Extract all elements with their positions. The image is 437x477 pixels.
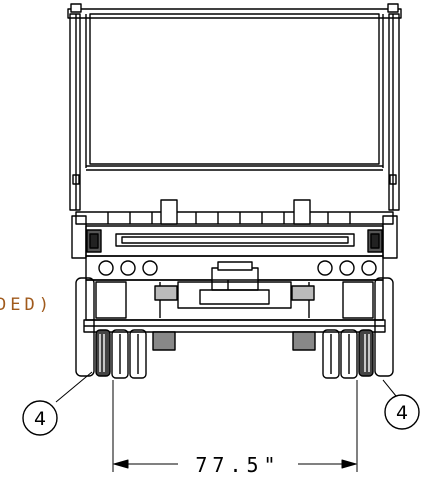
tail-lamp	[317, 260, 333, 276]
callout-number: 4	[396, 402, 408, 424]
deck-assembly	[71, 199, 398, 259]
callout-right: 4	[382, 379, 420, 430]
track-width-dimension	[112, 380, 358, 472]
tail-lamp	[339, 260, 355, 276]
rear-bumper	[85, 225, 384, 257]
callout-left: 4	[22, 371, 93, 436]
dimension-label: 77.5"	[195, 453, 280, 477]
light-bar	[85, 255, 384, 291]
arrowhead-right	[341, 459, 357, 469]
tail-lamp	[120, 260, 136, 276]
right-dual-wheels	[292, 277, 394, 379]
arrowhead-left	[113, 459, 129, 469]
callout-number: 4	[34, 408, 46, 430]
tail-lamp	[142, 260, 158, 276]
left-dual-wheels	[75, 277, 176, 379]
tail-lamp	[98, 260, 114, 276]
chassis	[83, 279, 386, 333]
upper-rack-frame	[67, 3, 402, 211]
license-plate-bracket	[211, 267, 259, 291]
side-note-text: DED)	[0, 295, 53, 315]
tail-lamp	[361, 260, 377, 276]
